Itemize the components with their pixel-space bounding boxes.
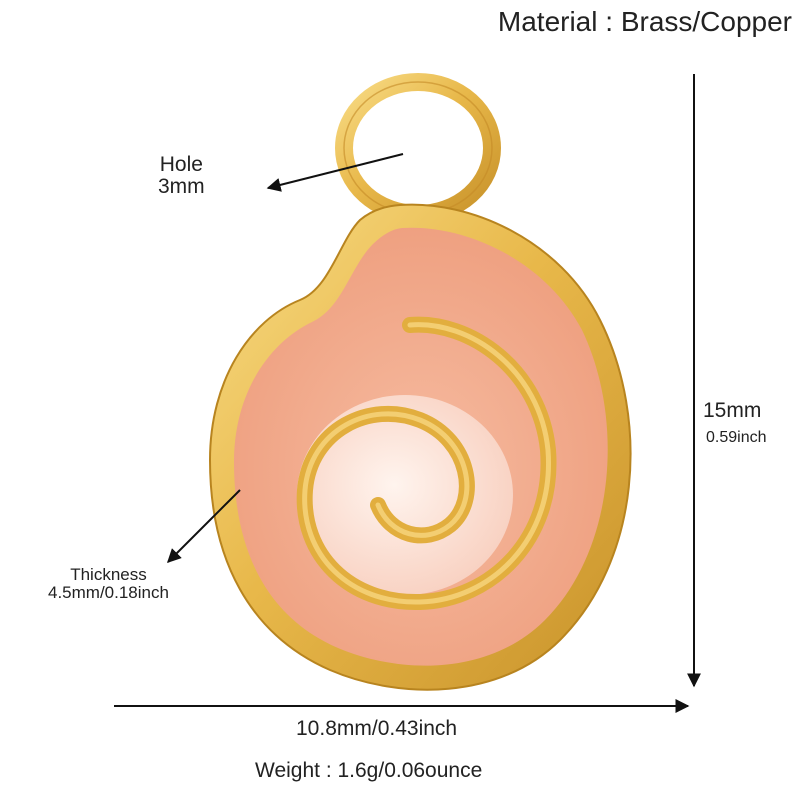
pendant-charm-image [208, 73, 632, 691]
height-inch-label: 0.59inch [706, 429, 767, 446]
hole-size: 3mm [158, 175, 205, 198]
hole-dimension-label: Hole 3mm [158, 154, 205, 198]
thickness-value: 4.5mm/0.18inch [48, 583, 169, 602]
thickness-title: Thickness [70, 565, 147, 584]
thickness-label: Thickness 4.5mm/0.18inch [48, 566, 169, 602]
height-mm-label: 15mm [703, 399, 762, 422]
material-label: Material : Brass/Copper [497, 6, 792, 37]
hole-title: Hole [159, 153, 203, 176]
arrow-icon [114, 74, 701, 713]
width-label: 10.8mm/0.43inch [296, 717, 458, 740]
weight-label: Weight : 1.6g/0.06ounce [255, 759, 483, 782]
